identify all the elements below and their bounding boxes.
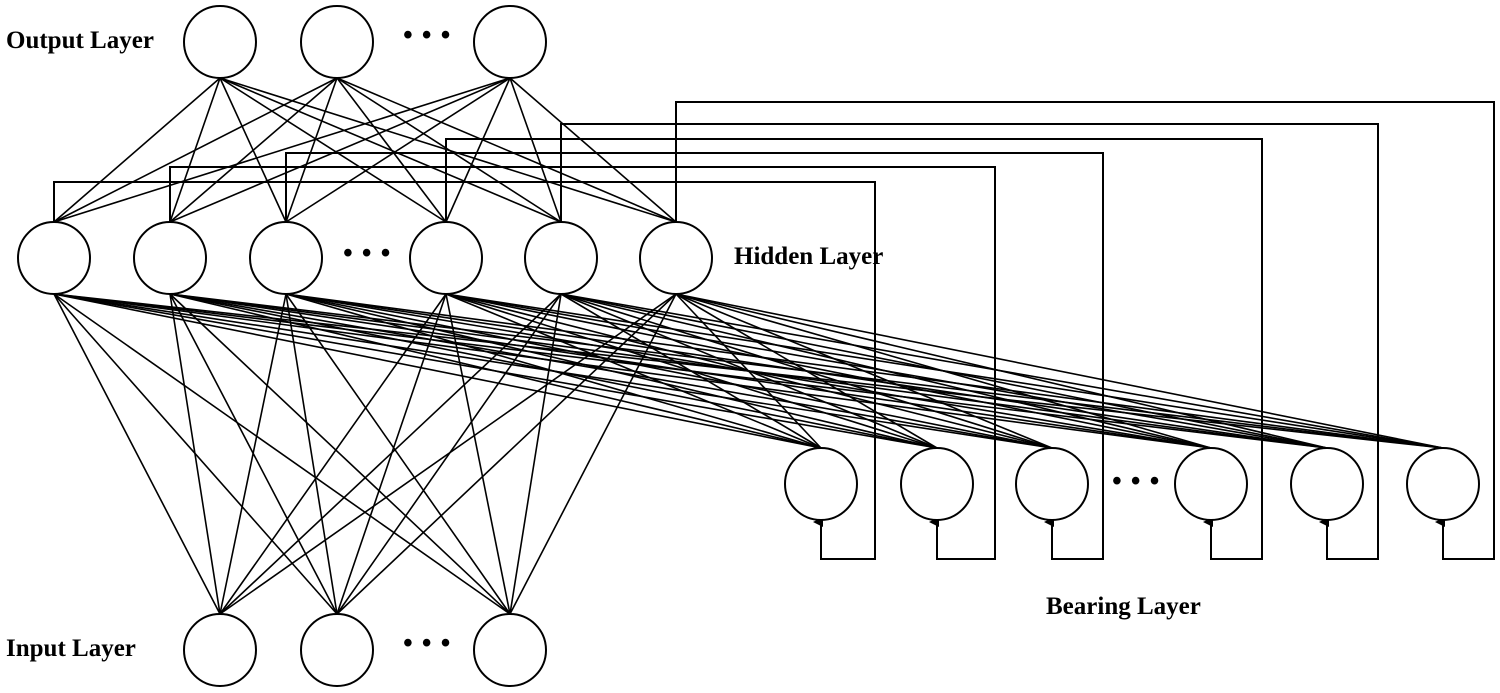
hidden-ellipsis: • • • [343,238,392,269]
output-node [300,5,374,79]
input-ellipsis: • • • [403,628,452,659]
hidden-layer-label: Hidden Layer [734,243,884,270]
hidden-node [133,221,207,295]
output-node [473,5,547,79]
hidden-bearing-edge [285,293,1053,449]
input-node [473,613,547,687]
hidden-input-edge [219,293,562,615]
hidden-bearing-edge [445,293,822,449]
recurrent-loop-path [169,166,996,560]
output-hidden-edge [336,77,562,223]
hidden-bearing-edge [675,293,1444,449]
hidden-bearing-edge [675,293,1212,449]
output-hidden-edge [53,77,338,223]
hidden-bearing-edge [53,293,822,449]
connection-lines [53,77,1444,615]
output-hidden-edge [509,77,677,223]
hidden-input-edge [285,293,338,615]
recurrent-loop-path [445,138,1263,560]
hidden-input-edge [219,293,677,615]
hidden-bearing-edge [675,293,1328,449]
hidden-bearing-edge [675,293,822,449]
output-hidden-edge [169,77,338,223]
recurrent-loop-path [675,101,1495,560]
hidden-node [409,221,483,295]
hidden-node [524,221,598,295]
hidden-input-edge [53,293,511,615]
hidden-bearing-edge [445,293,1212,449]
hidden-input-edge [53,293,221,615]
output-ellipsis: • • • [403,20,452,51]
output-hidden-edge [53,77,221,223]
hidden-bearing-edge [675,293,1053,449]
hidden-input-edge [219,293,447,615]
hidden-input-edge [336,293,677,615]
bearing-node [900,447,974,521]
bearing-layer-label: Bearing Layer [1046,593,1201,620]
bearing-ellipsis: • • • [1112,466,1161,497]
output-hidden-edge [445,77,511,223]
input-node [183,613,257,687]
recurrent-loop-path [285,152,1104,560]
hidden-input-edge [219,293,287,615]
bearing-node [784,447,858,521]
hidden-bearing-edge [675,293,938,449]
bearing-node [1406,447,1480,521]
output-layer-label: Output Layer [6,27,154,54]
bearing-node [1174,447,1248,521]
recurrent-loop-path [53,181,876,560]
hidden-input-edge [169,293,511,615]
output-hidden-edge [285,77,338,223]
output-hidden-edge [336,77,447,223]
output-hidden-edge [336,77,677,223]
input-layer-label: Input Layer [6,635,136,662]
hidden-bearing-edge [285,293,938,449]
hidden-bearing-edge [285,293,822,449]
hidden-bearing-edge [560,293,1212,449]
output-hidden-edge [169,77,511,223]
hidden-bearing-edge [560,293,822,449]
bearing-node [1015,447,1089,521]
recurrent-loops [53,101,1495,560]
output-hidden-edge [509,77,562,223]
hidden-input-edge [169,293,221,615]
hidden-node [17,221,91,295]
hidden-node [249,221,323,295]
recurrent-loop-path [560,123,1379,560]
nodes [17,5,1480,687]
output-node [183,5,257,79]
input-node [300,613,374,687]
output-hidden-edge [219,77,447,223]
output-hidden-edge [285,77,511,223]
bearing-node [1290,447,1364,521]
hidden-node [639,221,713,295]
output-hidden-edge [53,77,511,223]
hidden-bearing-edge [169,293,822,449]
hidden-input-edge [285,293,511,615]
